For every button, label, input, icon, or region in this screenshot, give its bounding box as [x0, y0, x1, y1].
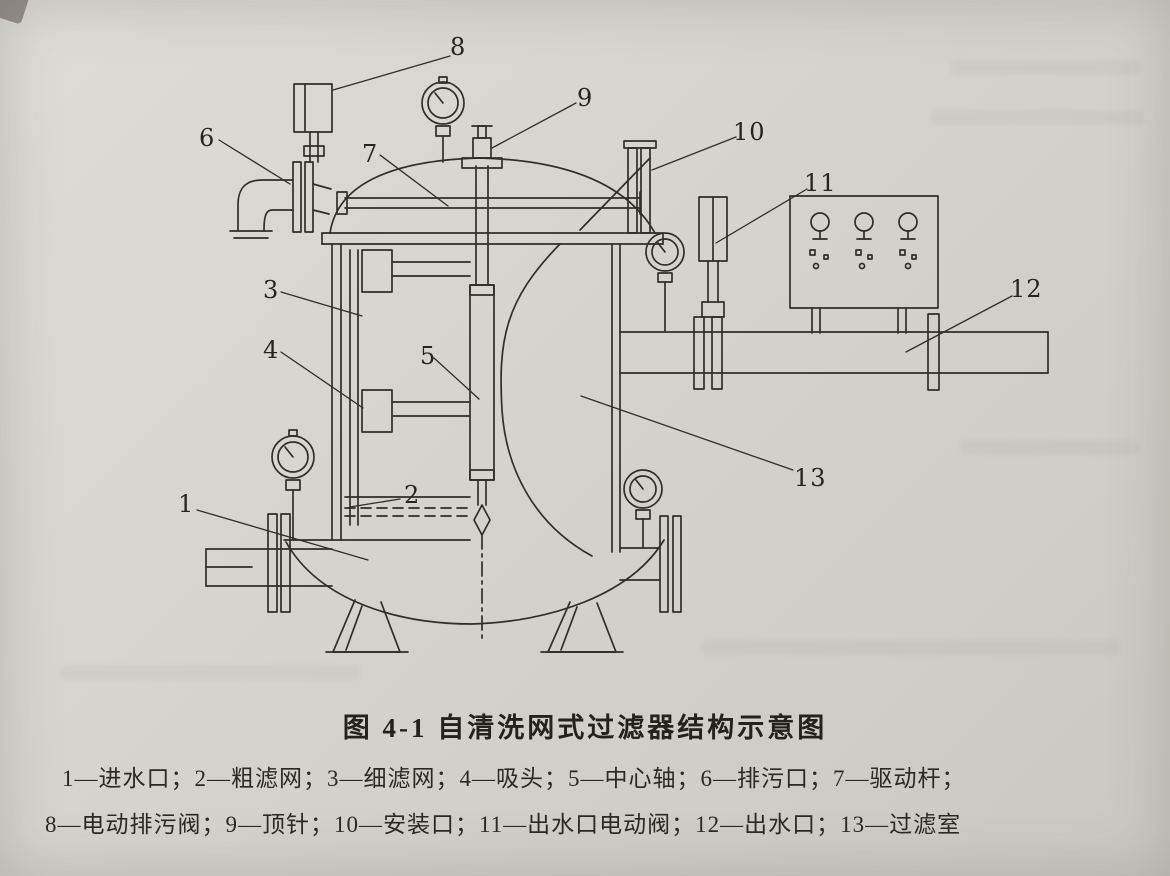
- pressure-gauge-lower-right: [623, 469, 663, 549]
- control-panel: [789, 195, 939, 334]
- callout-3: 3: [263, 276, 280, 304]
- pressure-gauge-top: [421, 76, 465, 163]
- callout-6: 6: [199, 124, 216, 152]
- electric-drain-valve: [293, 83, 333, 163]
- filter-structure-diagram: [196, 55, 1049, 653]
- callout-1: 1: [178, 490, 195, 518]
- callout-5: 5: [420, 342, 437, 370]
- lower-right-flange: [619, 515, 682, 613]
- figure-legend: 1—进水口；2—粗滤网；3—细滤网；4—吸头；5—中心轴；6—排污口；7—驱动杆…: [0, 756, 1170, 848]
- pressure-gauge-left: [271, 429, 315, 541]
- callout-2: 2: [404, 481, 421, 509]
- legend-line-2: 8—电动排污阀；9—顶针；10—安装口；11—出水口电动阀；12—出水口；13—…: [45, 812, 962, 837]
- callout-9: 9: [577, 84, 594, 112]
- legend-line-1: 1—进水口；2—粗滤网；3—细滤网；4—吸头；5—中心轴；6—排污口；7—驱动杆…: [62, 766, 966, 791]
- mounting-port: [623, 140, 657, 234]
- inlet-pipe: [205, 513, 333, 613]
- callout-11: 11: [804, 169, 837, 197]
- filter-mesh-and-suction-heads: [340, 249, 471, 541]
- support-legs: [325, 599, 624, 653]
- pressure-gauge-outlet: [645, 232, 685, 333]
- callout-7: 7: [362, 140, 379, 168]
- callout-4: 4: [263, 336, 280, 364]
- figure-caption: 图 4-1 自清洗网式过滤器结构示意图: [342, 713, 828, 743]
- drain-outlet-elbow: [229, 161, 332, 239]
- callout-10: 10: [733, 118, 766, 146]
- outlet-electric-valve: [698, 196, 728, 318]
- vessel-outline: [283, 157, 665, 625]
- callout-13: 13: [794, 464, 827, 492]
- callout-8: 8: [450, 33, 467, 61]
- drive-rod: [336, 191, 641, 215]
- central-shaft: [461, 125, 503, 641]
- outlet-pipe: [619, 313, 1049, 391]
- callout-12: 12: [1010, 275, 1043, 303]
